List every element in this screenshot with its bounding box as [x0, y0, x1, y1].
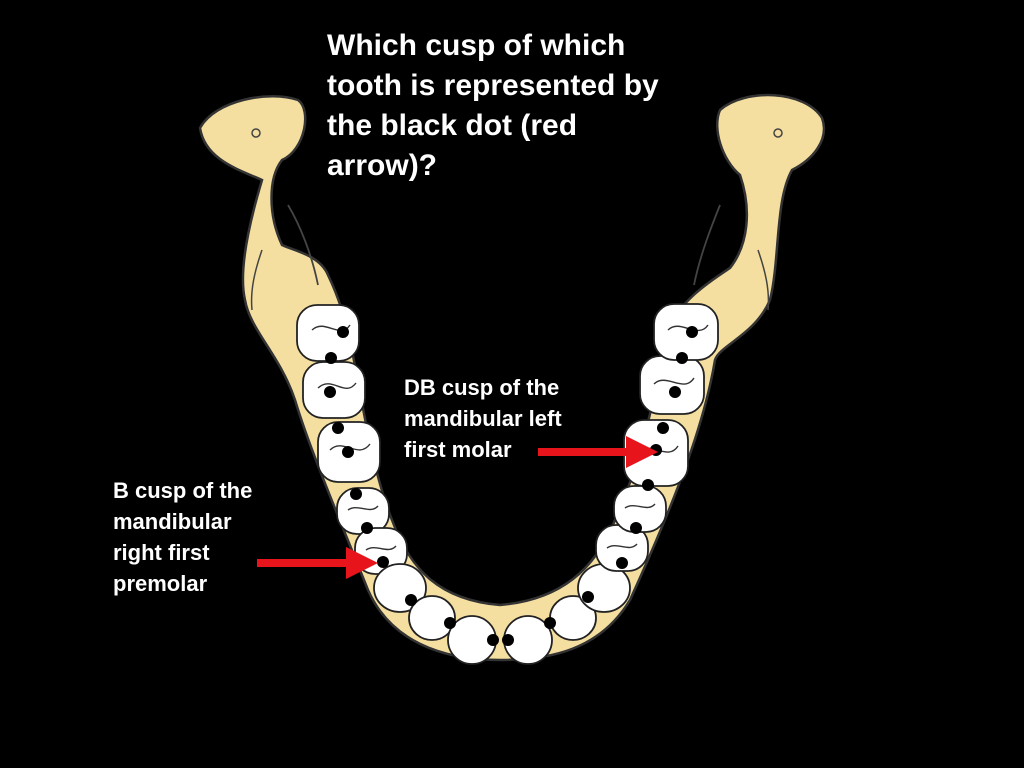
- label-right-first-premolar: B cusp of the mandibular right first pre…: [113, 475, 303, 599]
- left-condyle-hole: [251, 128, 261, 138]
- right-ramus-line: [693, 204, 721, 286]
- label-line: right first: [113, 540, 210, 565]
- question-line: the black dot (red: [327, 109, 578, 142]
- left-coronoid-edge: [250, 249, 263, 311]
- label-line: mandibular: [113, 509, 232, 534]
- label-line: B cusp of the: [113, 478, 253, 503]
- label-left-first-molar: DB cusp of the mandibular left first mol…: [404, 372, 604, 465]
- cusp-dot: [657, 422, 669, 434]
- cusp-dot: [686, 326, 698, 338]
- cusp-dot: [332, 422, 344, 434]
- cusp-dot: [350, 488, 362, 500]
- cusp-dot: [616, 557, 628, 569]
- tooth-right-lateral-incisor: [408, 595, 456, 641]
- cusp-dot: [676, 352, 688, 364]
- label-line: mandibular left: [404, 406, 562, 431]
- left-ramus-line: [287, 204, 319, 286]
- cusp-dot: [669, 386, 681, 398]
- cusp-dot: [342, 446, 354, 458]
- cusp-dot: [582, 591, 594, 603]
- label-line: first molar: [404, 437, 512, 462]
- right-coronoid-edge: [757, 249, 770, 311]
- question-line: tooth is represented by: [327, 69, 659, 102]
- cusp-dot: [650, 444, 662, 456]
- label-line: premolar: [113, 571, 208, 596]
- cusp-dot: [502, 634, 514, 646]
- cusp-dot: [487, 634, 499, 646]
- question-line: Which cusp of which: [327, 29, 626, 62]
- cusp-dot: [325, 352, 337, 364]
- cusp-dot: [377, 556, 389, 568]
- label-line: DB cusp of the: [404, 375, 560, 400]
- cusp-dot: [630, 522, 642, 534]
- cusp-dot: [361, 522, 373, 534]
- cusp-dot: [642, 479, 654, 491]
- question-text: Which cusp of which tooth is represented…: [327, 26, 727, 186]
- cusp-dot: [324, 386, 336, 398]
- tooth-left-second-molar: [639, 355, 705, 415]
- question-line: arrow)?: [327, 149, 438, 182]
- tooth-right-third-molar: [296, 304, 360, 362]
- cusp-dot: [405, 594, 417, 606]
- cusp-dot: [544, 617, 556, 629]
- right-condyle-hole: [773, 128, 783, 138]
- cusp-dot: [444, 617, 456, 629]
- cusp-dot: [337, 326, 349, 338]
